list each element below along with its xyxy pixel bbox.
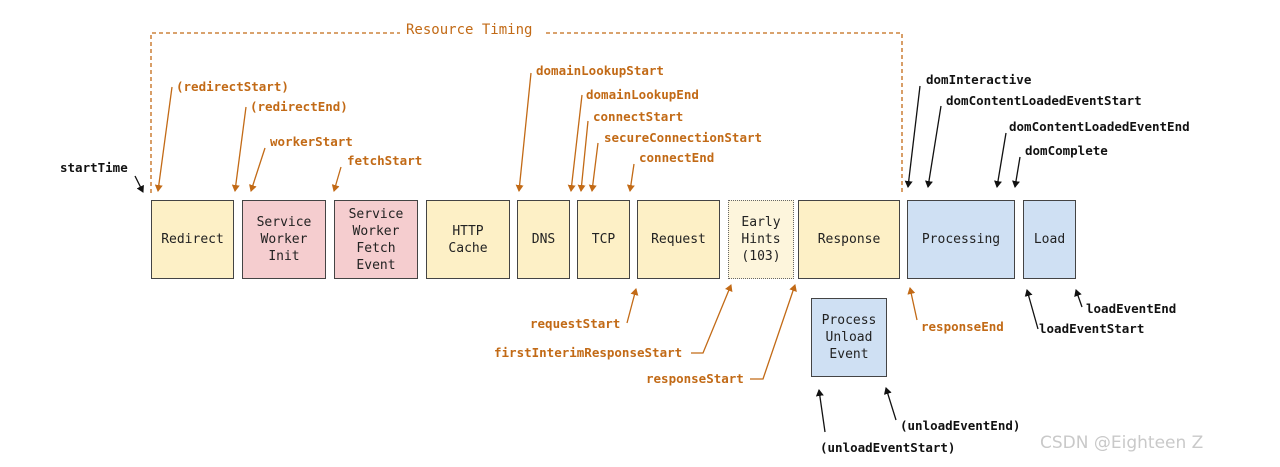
unload-event-start-label: (unloadEventStart)	[820, 440, 956, 455]
load-label: Load	[1033, 232, 1066, 247]
service-worker-fetch-event-label: Service Worker Fetch Event	[348, 206, 404, 273]
load-event-end-label: loadEventEnd	[1086, 301, 1177, 316]
arrow-dom-complete	[1012, 156, 1021, 188]
response-end-label: responseEnd	[921, 319, 1004, 334]
arrow-first-interim-response-start	[691, 284, 733, 354]
resource-timing-bracket	[150, 32, 903, 193]
response-label: Response	[817, 232, 881, 247]
tcp-box: TCP	[577, 200, 630, 279]
redirect-label: Redirect	[161, 232, 224, 247]
dom-content-loaded-event-start-label: domContentLoadedEventStart	[946, 93, 1142, 108]
service-worker-fetch-event-box: Service Worker Fetch Event	[334, 200, 418, 279]
first-interim-response-start-label: firstInterimResponseStart	[494, 345, 683, 360]
process-unload-event-box: Process Unload Event	[811, 298, 887, 377]
request-box: Request	[637, 200, 720, 279]
unload-event-end-label: (unloadEventEnd)	[900, 418, 1021, 433]
arrow-response-end	[907, 287, 918, 321]
connect-end-label: connectEnd	[639, 150, 715, 165]
early-hints-label: Early Hints (103)	[741, 215, 781, 264]
redirect-end-label: (redirectEnd)	[250, 99, 348, 114]
arrow-dom-interactive	[904, 85, 921, 188]
arrow-worker-start	[249, 147, 266, 192]
dom-complete-label: domComplete	[1025, 143, 1108, 158]
arrow-connect-end	[626, 163, 635, 192]
secure-connection-start-label: secureConnectionStart	[604, 130, 763, 145]
domain-lookup-start-label: domainLookupStart	[536, 63, 664, 78]
load-box: Load	[1023, 200, 1076, 279]
redirect-box: Redirect	[151, 200, 234, 279]
arrow-dom-content-loaded-end	[994, 132, 1007, 188]
arrow-dom-content-loaded-start	[925, 105, 942, 188]
arrow-load-event-start	[1024, 289, 1039, 330]
resource-timing-title: Resource Timing	[402, 22, 537, 38]
connect-start-label: connectStart	[593, 109, 684, 124]
arrow-start-time	[134, 175, 144, 193]
request-start-label: requestStart	[530, 316, 621, 331]
arrow-domain-lookup-end	[567, 94, 583, 192]
response-start-label: responseStart	[646, 371, 744, 386]
dom-interactive-label: domInteractive	[926, 72, 1032, 87]
start-time-label: startTime	[60, 160, 128, 175]
csdn-watermark: CSDN @Eighteen Z	[1040, 433, 1204, 453]
service-worker-init-label: Service Worker Init	[256, 215, 312, 264]
domain-lookup-end-label: domainLookupEnd	[586, 87, 699, 102]
arrow-connect-start	[577, 120, 589, 192]
arrow-fetch-start	[331, 166, 342, 192]
request-label: Request	[651, 232, 706, 247]
arrow-request-start	[626, 288, 639, 324]
arrow-load-event-end	[1074, 289, 1083, 308]
service-worker-init-box: Service Worker Init	[242, 200, 326, 279]
http-cache-label: HTTP Cache	[448, 223, 488, 256]
load-event-start-label: loadEventStart	[1039, 321, 1145, 336]
arrow-redirect-start	[154, 86, 173, 192]
process-unload-event-label: Process Unload Event	[821, 313, 877, 362]
arrow-redirect-end	[231, 106, 247, 192]
processing-box: Processing	[907, 200, 1015, 279]
redirect-start-label: (redirectStart)	[176, 79, 289, 94]
response-box: Response	[798, 200, 900, 279]
fetch-start-label: fetchStart	[347, 153, 423, 168]
http-cache-box: HTTP Cache	[426, 200, 510, 279]
worker-start-label: workerStart	[270, 134, 353, 149]
dom-content-loaded-event-end-label: domContentLoadedEventEnd	[1009, 119, 1190, 134]
dns-box: DNS	[517, 200, 570, 279]
arrow-response-start	[750, 284, 797, 380]
early-hints-box: Early Hints (103)	[728, 200, 794, 279]
arrow-unload-event-end	[883, 387, 897, 421]
arrow-secure-connection-start	[588, 142, 599, 192]
arrow-unload-event-start	[815, 389, 826, 433]
tcp-label: TCP	[591, 232, 616, 247]
processing-label: Processing	[921, 232, 1001, 247]
dns-label: DNS	[531, 232, 556, 247]
arrow-domain-lookup-start	[515, 72, 532, 192]
